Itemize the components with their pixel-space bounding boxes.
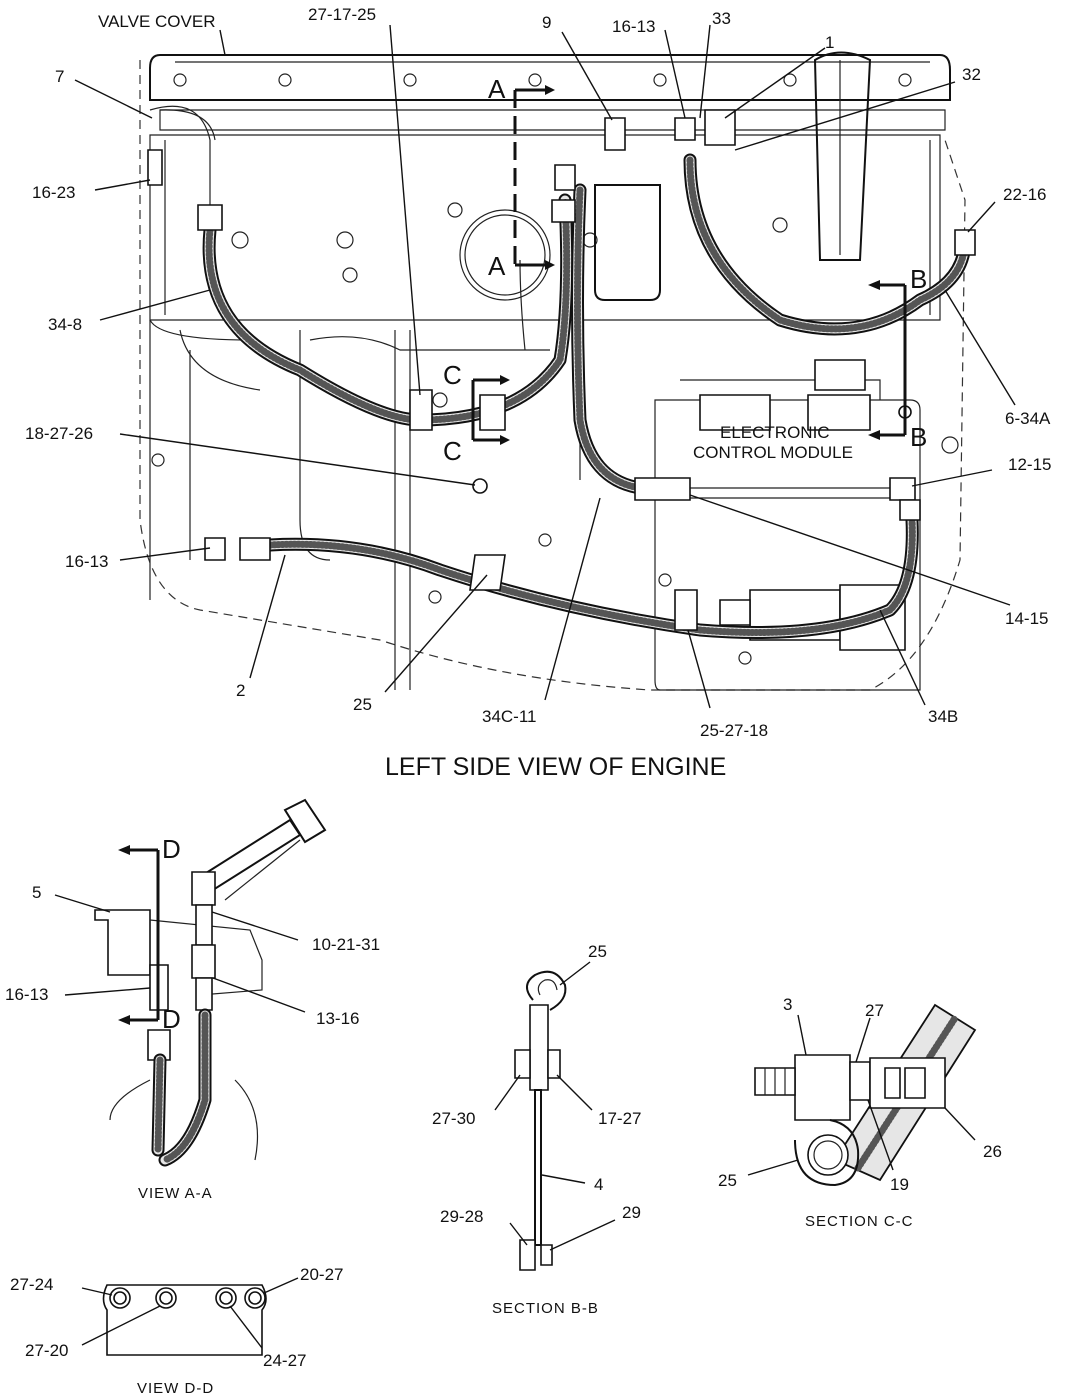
section-b-caption: SECTION B-B	[492, 1300, 599, 1317]
view-a-label-5: 5	[32, 883, 41, 902]
label-14-15: 14-15	[1005, 609, 1048, 628]
ecm-label-line1: ELECTRONIC	[720, 423, 830, 442]
label-25-27-18: 25-27-18	[700, 721, 768, 740]
view-a-label-10-21-31: 10-21-31	[312, 935, 380, 954]
section-c-caption: SECTION C-C	[805, 1213, 914, 1230]
section-b-label-29: 29	[622, 1203, 641, 1222]
label-12-15: 12-15	[1008, 455, 1051, 474]
section-mark-c-top: C	[443, 360, 462, 390]
view-a-mark-d-top: D	[162, 834, 181, 864]
section-mark-a-top: A	[488, 74, 506, 104]
section-b-label-17-27: 17-27	[598, 1109, 641, 1128]
hose-34-8	[202, 193, 574, 427]
view-a-label-13-16: 13-16	[316, 1009, 359, 1028]
label-valve-cover: VALVE COVER	[98, 12, 215, 31]
label-16-13-top: 16-13	[612, 17, 655, 36]
section-mark-c-bottom: C	[443, 436, 462, 466]
section-mark-a-bottom: A	[488, 251, 506, 281]
engine-outline	[139, 51, 966, 691]
label-16-23: 16-23	[32, 183, 75, 202]
view-d-d: 27-24 20-27 27-20 24-27 VIEW D-D	[10, 1265, 343, 1397]
label-33: 33	[712, 9, 731, 28]
label-34-8: 34-8	[48, 315, 82, 334]
label-7: 7	[55, 67, 64, 86]
section-mark-b-top: B	[910, 264, 927, 294]
section-b-label-29-28: 29-28	[440, 1207, 483, 1226]
label-9: 9	[542, 13, 551, 32]
label-32: 32	[962, 65, 981, 84]
label-16-13-left: 16-13	[65, 552, 108, 571]
section-c-label-26: 26	[983, 1142, 1002, 1161]
section-mark-b-bottom: B	[910, 422, 927, 452]
label-27-17-25: 27-17-25	[308, 5, 376, 24]
hose-2	[263, 513, 919, 639]
hose-34c	[571, 183, 647, 495]
ecm-label-line2: CONTROL MODULE	[693, 443, 853, 462]
label-6-34a: 6-34A	[1005, 409, 1051, 428]
label-34b: 34B	[928, 707, 958, 726]
view-d-label-27-24: 27-24	[10, 1275, 53, 1294]
section-c-label-25: 25	[718, 1171, 737, 1190]
view-a-a: 5 10-21-31 16-13 13-16 D D VIEW A-A	[5, 798, 380, 1202]
view-d-label-24-27: 24-27	[263, 1351, 306, 1370]
view-a-caption: VIEW A-A	[138, 1185, 213, 1202]
hose-6-34a	[683, 153, 972, 336]
section-b-b: 25 27-30 17-27 4 29-28 29 SECTION B-B	[432, 942, 641, 1317]
section-c-c: 3 27 26 25 19 SECTION C-C	[718, 995, 1002, 1230]
section-cuts	[471, 85, 907, 445]
section-c-label-19: 19	[890, 1175, 909, 1194]
leader-lines-main	[74, 24, 1016, 709]
main-view-title: LEFT SIDE VIEW OF ENGINE	[385, 753, 726, 781]
view-d-label-20-27: 20-27	[300, 1265, 343, 1284]
section-b-label-4: 4	[594, 1175, 603, 1194]
section-c-label-3: 3	[783, 995, 792, 1014]
label-18-27-26: 18-27-26	[25, 424, 93, 443]
view-a-label-16-13: 16-13	[5, 985, 48, 1004]
label-22-16: 22-16	[1003, 185, 1046, 204]
fittings	[147, 109, 976, 631]
label-1: 1	[825, 33, 834, 52]
section-b-label-27-30: 27-30	[432, 1109, 475, 1128]
section-c-label-27: 27	[865, 1001, 884, 1020]
view-d-caption: VIEW D-D	[137, 1380, 214, 1397]
view-d-label-27-20: 27-20	[25, 1341, 68, 1360]
label-34c-11: 34C-11	[482, 707, 537, 726]
main-view-labels: VALVE COVER 27-17-25 9 16-13 33 1 32 7 1…	[25, 5, 1051, 781]
label-2: 2	[236, 681, 245, 700]
view-a-mark-d-bottom: D	[162, 1004, 181, 1034]
section-b-label-25: 25	[588, 942, 607, 961]
rigid-tubes	[149, 105, 900, 499]
label-25: 25	[353, 695, 372, 714]
